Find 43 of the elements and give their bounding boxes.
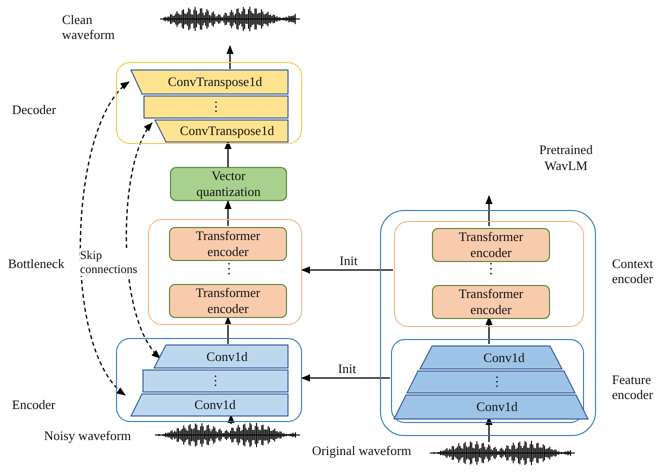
process-box: Transformer encoder [169,284,287,318]
layer-trapezoid: ⋮ [406,371,576,393]
arrow [485,316,493,344]
layer-trapezoid: Conv1d [394,395,588,419]
arrow [224,200,232,226]
ellipsis-mark: ⋮ [484,262,494,278]
module-frame [116,338,302,422]
layer-trapezoid: ConvTranspose1d [155,120,288,142]
process-box: Vector quantization [170,167,287,201]
model-title: Pretrained WavLM [538,142,594,174]
section-label: Context encoder [612,256,654,286]
process-box: Transformer encoder [169,227,287,261]
edge-label: Init [336,361,358,376]
layer-trapezoid: ⋮ [144,96,288,118]
module-frame [394,221,584,327]
arrow [301,266,393,274]
process-box: Transformer encoder [432,285,550,319]
waveform-drawing [160,4,300,34]
edge-label: Init [338,253,360,268]
section-label: Decoder [12,102,58,117]
module-frame [116,62,302,144]
process-box: Transformer encoder [432,228,550,262]
layer-trapezoid: ConvTranspose1d [131,70,288,94]
arrow [301,374,390,382]
section-label: Clean waveform [62,12,116,42]
waveform-drawing [155,420,300,450]
arrow [226,45,234,69]
arrow [224,316,232,344]
section-label: Feature encoder [612,372,654,402]
section-label: Bottleneck [8,256,66,271]
module-frame [148,219,302,325]
section-label: Original waveform [312,443,412,458]
waveform-drawing [430,438,575,468]
layer-trapezoid: ⋮ [143,370,288,392]
ellipsis-mark: ⋮ [222,262,232,278]
layer-trapezoid: Conv1d [131,394,288,416]
section-label: Encoder [12,397,56,412]
skip-connection-arrow [80,81,130,396]
skip-connection-arrow [126,122,161,359]
section-label: Noisy waveform [44,428,132,443]
arrow [227,414,235,424]
layer-trapezoid: Conv1d [154,345,288,368]
arrow [485,195,493,226]
